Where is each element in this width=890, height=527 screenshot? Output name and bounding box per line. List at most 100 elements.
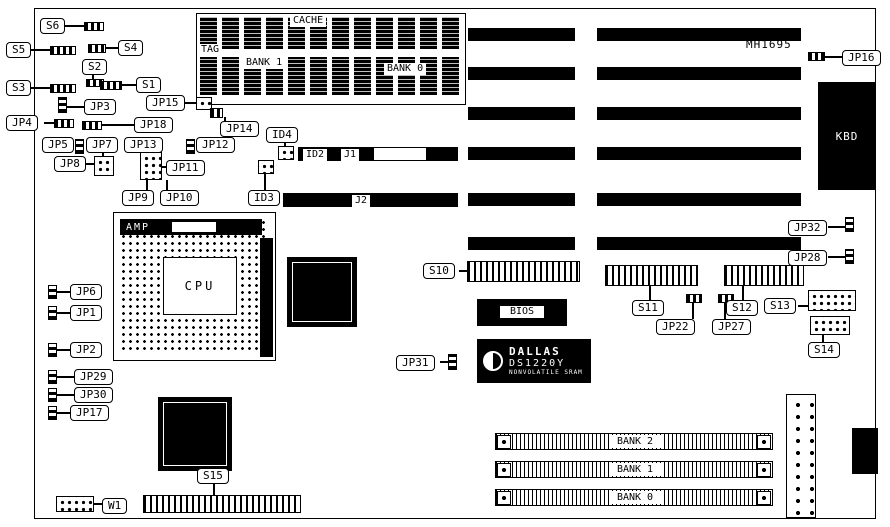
isa-slot-segment: [597, 193, 801, 206]
jp31-jumper: [448, 354, 457, 370]
leader-line: [224, 117, 226, 122]
dallas-subtext: NONVOLATILE SRAM: [509, 368, 583, 376]
isa-slot-segment: [597, 107, 801, 120]
simm-bank1-label: BANK 1: [609, 463, 661, 476]
callout-jp22: JP22: [656, 319, 695, 335]
leader-line: [57, 349, 70, 351]
qfp-chip: [158, 397, 232, 471]
leader-line: [162, 166, 166, 168]
callout-jp13: JP13: [124, 137, 163, 153]
cache-chip-row-1: [200, 17, 462, 49]
isa-slot-segment: [468, 147, 575, 160]
power-connector: [786, 394, 816, 518]
s6-jumper: [84, 22, 104, 31]
callout-jp15: JP15: [146, 95, 185, 111]
callout-s14: S14: [808, 342, 840, 358]
simm-bank2-label: BANK 2: [609, 435, 661, 448]
simm-socket-bank1: BANK 1: [495, 461, 773, 478]
simm-bank0-label: BANK 0: [609, 491, 661, 504]
callout-jp14: JP14: [220, 121, 259, 137]
callout-jp30: JP30: [74, 387, 113, 403]
callout-jp12: JP12: [196, 137, 235, 153]
jp22-jumper: [686, 294, 702, 303]
jp18-jumper: [82, 121, 102, 130]
leader-line: [649, 286, 651, 300]
jp1-jumper: [48, 306, 57, 320]
callout-id3: ID3: [248, 190, 280, 206]
amp-brand-text: AMP: [126, 221, 151, 233]
callout-s10: S10: [423, 263, 455, 279]
cache-bank1-label: BANK 1: [243, 57, 286, 69]
s5-jumper: [50, 46, 76, 55]
leader-line: [106, 47, 118, 49]
jp14-jumper: [210, 108, 223, 118]
callout-jp9: JP9: [122, 190, 154, 206]
callout-jp7: JP7: [86, 137, 118, 153]
callout-s11: S11: [632, 300, 664, 316]
leader-line: [146, 180, 148, 190]
callout-jp18: JP18: [134, 117, 173, 133]
leader-line: [57, 394, 74, 396]
leader-line: [828, 226, 845, 228]
leader-line: [94, 503, 102, 505]
s3-jumper: [50, 84, 76, 93]
jp4-jumper: [54, 119, 74, 128]
jp30-jumper: [48, 388, 57, 402]
id2-label: ID2: [303, 149, 328, 161]
leader-line: [724, 303, 726, 319]
s15-connector: [143, 495, 301, 513]
dallas-model-text: DS1220Y: [509, 357, 566, 369]
callout-jp2: JP2: [70, 342, 102, 358]
leader-line: [440, 361, 448, 363]
leader-line: [57, 376, 74, 378]
s14-connector: [810, 316, 850, 335]
jp6-jumper: [48, 285, 57, 299]
jp17-jumper: [48, 406, 57, 420]
jp7-jp8-jumper-block: [94, 156, 114, 176]
leader-line: [184, 102, 196, 104]
leader-line: [67, 106, 84, 108]
simm-socket-bank0: BANK 0: [495, 489, 773, 506]
leader-line: [57, 291, 70, 293]
j1-connector-gap: [374, 148, 426, 160]
callout-s4: S4: [118, 40, 144, 56]
callout-jp28: JP28: [788, 250, 827, 266]
kbd-label: KBD: [835, 129, 859, 143]
s11-connector: [605, 265, 698, 286]
callout-jp29: JP29: [74, 369, 113, 385]
jp16-jumper: [808, 52, 825, 61]
s1-jumper: [100, 81, 122, 90]
leader-line: [64, 25, 84, 27]
j2-label: J2: [352, 195, 371, 207]
callout-jp5: JP5: [42, 137, 74, 153]
s12-connector: [724, 265, 804, 286]
leader-line: [92, 75, 94, 80]
din-connector: [852, 428, 878, 474]
callout-s5: S5: [6, 42, 32, 58]
leader-line: [102, 124, 134, 126]
tag-label: TAG: [198, 44, 223, 56]
callout-jp27: JP27: [712, 319, 751, 335]
qfp-chip-body: [292, 262, 352, 322]
dallas-logo-icon: [483, 351, 503, 371]
dallas-brand-text: DALLAS: [509, 344, 561, 358]
isa-slot-segment: [468, 193, 575, 206]
board-outline: [34, 8, 876, 519]
cache-label: CACHE: [290, 15, 327, 27]
cache-bank0-label: BANK 0: [384, 63, 427, 75]
s10-connector: [467, 261, 580, 282]
isa-slot-segment: [597, 28, 801, 41]
leader-line: [30, 49, 50, 51]
leader-line: [742, 286, 744, 300]
s13-connector: [808, 290, 856, 311]
cpu-socket-lever: AMP: [120, 219, 262, 235]
jp9-jp10-jp11-jumper-block: [140, 152, 162, 180]
isa-slot-segment: [597, 147, 801, 160]
id4-jumper: [278, 146, 294, 160]
bios-label: BIOS: [500, 306, 544, 318]
board-model-text: MH1695: [746, 38, 792, 51]
callout-jp17: JP17: [70, 405, 109, 421]
j1-label: J1: [341, 149, 360, 161]
callout-jp32: JP32: [788, 220, 827, 236]
